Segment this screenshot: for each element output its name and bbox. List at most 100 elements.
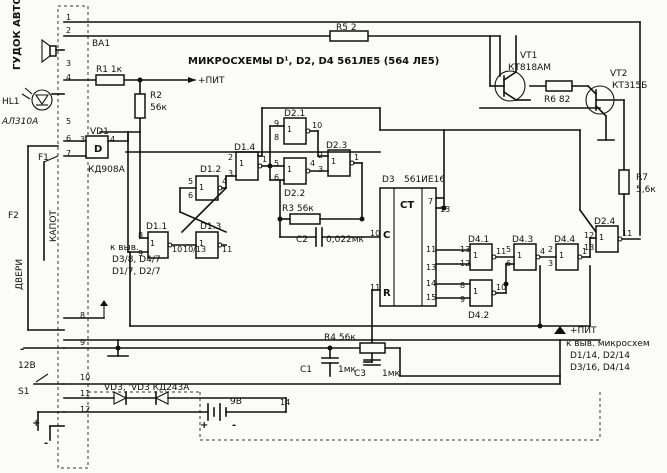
d3-p14: 14 [426, 279, 436, 288]
connector-block: ГУДОК АВТОМ. 1 2 3 4 5 6 7 8 9 10 11 12 … [12, 0, 601, 469]
r2-label: R2 [150, 91, 162, 101]
d44-p2: 2 [548, 245, 553, 254]
d42-p9: 9 [460, 295, 465, 304]
battery-9v: 9В + - + - [32, 397, 287, 449]
d12-label: D1.2 [200, 165, 221, 175]
power-note-right: +ПИТ к выв. микросхем D1/14, D2/14 D3/16… [554, 326, 650, 373]
resistor-r5: R5 2 [329, 23, 369, 42]
r1-label: R1 1к [96, 65, 123, 75]
d21-sym: 1 [287, 125, 292, 134]
resistor-r7: R7 5,6к [618, 169, 656, 236]
d21-label: D2.1 [284, 109, 305, 119]
d42-sym: 1 [473, 287, 478, 296]
right-note-2: D3/16, D4/14 [570, 363, 630, 373]
d14-sym: 1 [239, 159, 244, 168]
supply-plus: + [32, 418, 40, 429]
pin-11: 11 [80, 389, 90, 398]
gate-d1-3: 1 D1.3 10/13 11 [183, 222, 232, 259]
d3-label: D3 [382, 175, 395, 185]
d21-p8: 8 [274, 133, 279, 142]
vd1-pin3: 3 [80, 135, 85, 144]
minus-sign-top: - [20, 344, 24, 355]
gate-d2-3: 1 D2.3 2 3 1 [318, 141, 359, 177]
d3-p7: 7 [428, 197, 433, 206]
battery-plus: + [200, 420, 208, 431]
pin-5: 5 [66, 117, 71, 126]
d3-type: 561ИЕ16 [404, 175, 445, 185]
left-note-1: D3/8, D4/7 [112, 255, 161, 265]
d42-p10: 10 [496, 283, 506, 292]
f2-label: F2 [8, 211, 19, 221]
r7-value: 5,6к [636, 185, 656, 195]
d11-p9: 9 [138, 249, 143, 258]
d11-sym: 1 [150, 239, 155, 248]
right-note-1: D1/14, D2/14 [570, 351, 630, 361]
vt1-type: КТ818АМ [508, 63, 551, 73]
c3-label: C3 [354, 369, 366, 379]
d42-label: D4.2 [468, 311, 489, 321]
d12-p5: 5 [188, 177, 193, 186]
switches-left: F1 F2 КАПОТ ДВЕРИ [8, 145, 65, 331]
d14-p1: 1 [262, 155, 267, 164]
vt2-label: VT2 [610, 69, 627, 79]
d44-p1: 1 [582, 247, 587, 256]
pin-8: 8 [80, 311, 85, 320]
d24-p12: 12 [584, 231, 594, 240]
d13-p11: 11 [222, 245, 232, 254]
d3-r: R [383, 288, 391, 299]
vt1-label: VT1 [520, 51, 537, 61]
r7-label: R7 [636, 173, 648, 183]
pin-4: 4 [66, 73, 71, 82]
vd1-label: VD1 [90, 127, 109, 137]
d3-p11: 11 [426, 245, 436, 254]
vd1-d: D [94, 144, 102, 155]
c1-value: 1мк [338, 365, 357, 375]
vd1-pin4: 4 [110, 135, 115, 144]
vd1-type: КД908А [88, 165, 126, 175]
pin-12: 12 [80, 405, 90, 414]
d22-p4: 4 [310, 159, 315, 168]
d41-label: D4.1 [468, 235, 489, 245]
f1-label: F1 [38, 153, 49, 163]
resistor-r6: R6 82 [529, 80, 589, 105]
resistor-r1: R1 1к [95, 65, 125, 86]
r6-label: R6 82 [544, 95, 570, 105]
d44-label: D4.4 [554, 235, 576, 245]
resistor-r2: R2 56к [134, 91, 167, 119]
d14-label: D1.4 [234, 143, 256, 153]
pin-3: 3 [66, 59, 71, 68]
d21-p10: 10 [312, 121, 322, 130]
d13-p1013: 10/13 [183, 245, 206, 254]
d41-sym: 1 [473, 251, 478, 260]
d24-sym: 1 [599, 233, 604, 242]
d23-sym: 1 [331, 157, 336, 166]
d43-p4: 4 [540, 247, 545, 256]
top-wires [63, 21, 641, 236]
vd3-label: VD3, 'VD3 КД243А [104, 383, 190, 393]
r2-value: 56к [150, 103, 167, 113]
d24-label: D2.4 [594, 217, 616, 227]
d12-p4: 4 [222, 177, 227, 186]
pin-10: 10 [80, 373, 90, 382]
d3-p13b: 13 [426, 263, 436, 272]
d12-p6: 6 [188, 191, 193, 200]
pin-2: 2 [66, 26, 71, 35]
d23-label: D2.3 [326, 141, 347, 151]
gate-d2-4: 1 D2.4 12 13 11 [584, 217, 632, 253]
transistor-vt2: VT2 КТ315Б [585, 69, 647, 171]
left-note-2: D1/7, D2/7 [112, 267, 161, 277]
r4-label: R4 56к [324, 333, 356, 343]
d24-p13: 13 [584, 243, 594, 252]
resistor-r4: R4 56к [324, 333, 386, 354]
ba1-label: BA1 [92, 39, 110, 49]
gate-d2-1: 1 D2.1 9 8 10 [274, 109, 322, 145]
gate-d4-2: 1 D4.2 8 9 10 [460, 279, 506, 321]
pin-9: 9 [80, 338, 85, 347]
r3-label: R3 56к [282, 204, 314, 214]
hl1-type: АЛ310А [1, 117, 38, 127]
d22-p5: 5 [274, 159, 279, 168]
c3-value: 1мк [382, 369, 401, 379]
d11-p10: 10 [172, 245, 182, 254]
d43-p5: 5 [506, 245, 511, 254]
